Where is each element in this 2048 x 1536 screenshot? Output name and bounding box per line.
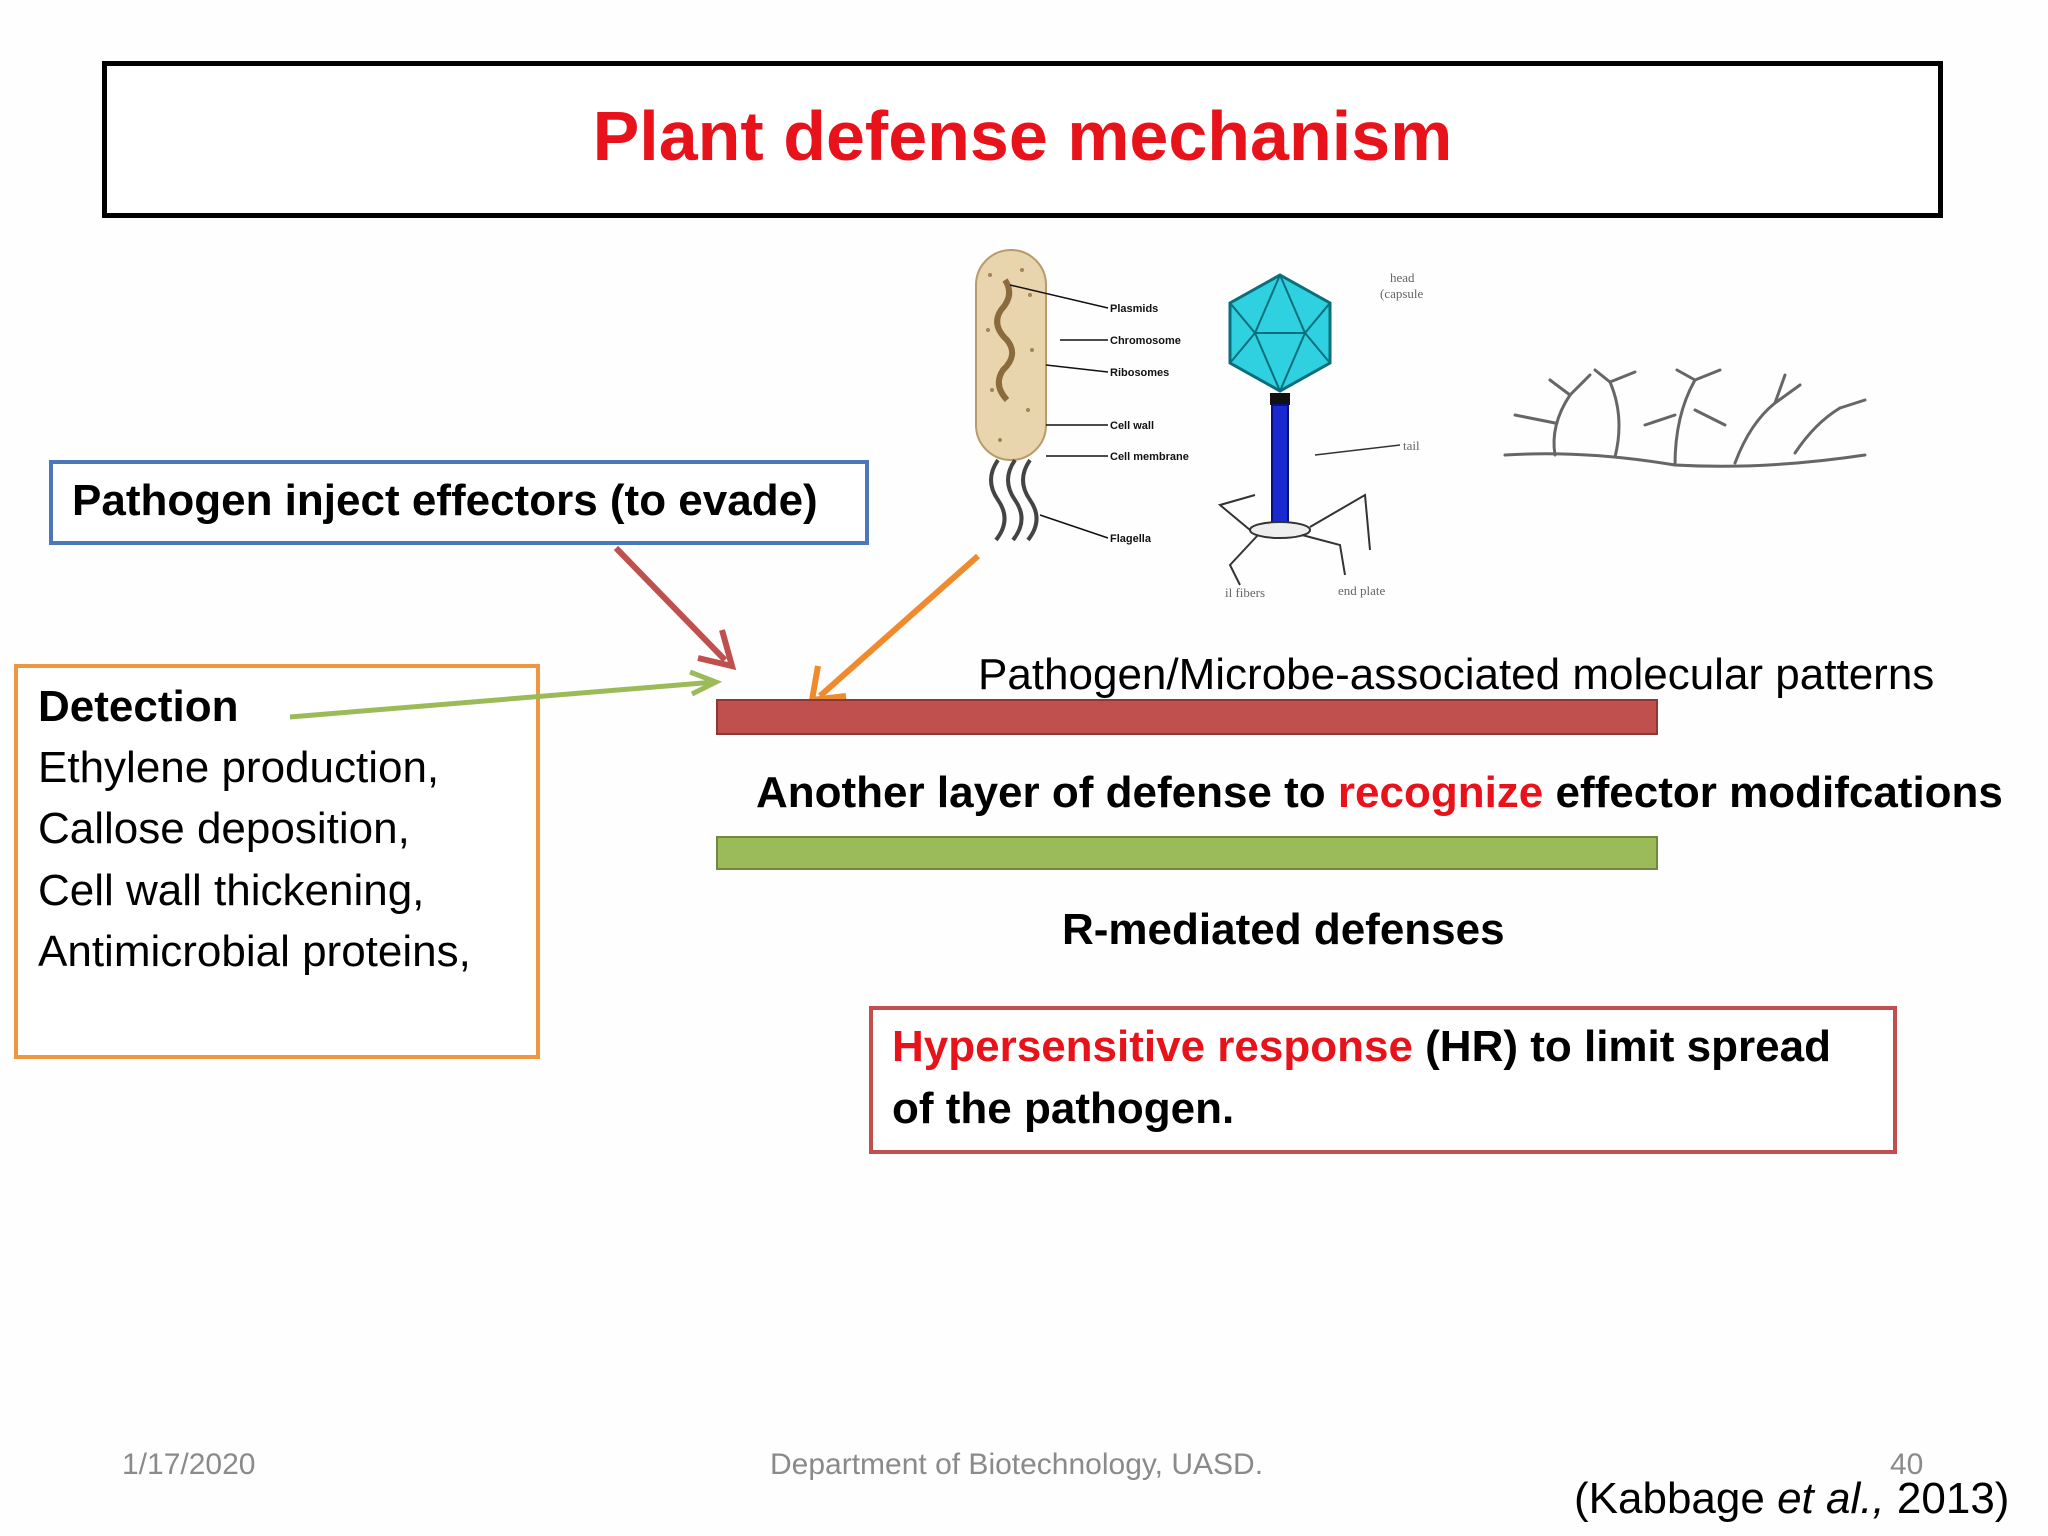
citation-year: 2013) xyxy=(1884,1474,2010,1523)
label-head: head xyxy=(1390,270,1415,285)
hr-line-1: Hypersensitive response (HR) to limit sp… xyxy=(892,1022,1831,1072)
effector-recognition-text: Another layer of defense to recognize ef… xyxy=(756,768,2003,818)
label-capsule: (capsule xyxy=(1380,286,1424,301)
layer-text-before: Another layer of defense to xyxy=(756,768,1338,817)
pamps-bar xyxy=(716,699,1658,735)
label-cell-membrane: Cell membrane xyxy=(1110,451,1189,463)
label-ribosomes: Ribosomes xyxy=(1110,367,1169,379)
label-plasmids: Plasmids xyxy=(1110,303,1158,315)
layer-text-highlight: recognize xyxy=(1337,768,1544,817)
hr-line-2: of the pathogen. xyxy=(892,1084,1235,1133)
detection-heading: Detection xyxy=(38,682,239,731)
red-arrow xyxy=(613,545,737,671)
label-flagella: Flagella xyxy=(1110,533,1152,545)
hr-highlight: Hypersensitive response xyxy=(892,1022,1413,1071)
title-frame xyxy=(102,61,1943,218)
effectors-box xyxy=(49,460,869,545)
label-tail-fibers: il fibers xyxy=(1225,585,1265,600)
hr-line-1-rest: (HR) to limit spread xyxy=(1412,1022,1831,1071)
detection-item: Ethylene production, xyxy=(38,743,440,792)
label-chromosome: Chromosome xyxy=(1110,335,1181,347)
citation-etal: et al., xyxy=(1777,1474,1885,1523)
green-arrow xyxy=(289,669,723,720)
effectors-text: Pathogen inject effectors (to evade) xyxy=(72,476,818,525)
label-end-plate: end plate xyxy=(1338,583,1386,598)
bacteriophage-illustration: head (capsule tail il fibers end plate xyxy=(1217,270,1424,600)
detection-box xyxy=(14,664,540,1059)
detection-item: Antimicrobial proteins, xyxy=(38,927,471,976)
page-number: 40 xyxy=(1890,1448,1924,1481)
detection-item: Cell wall thickening, xyxy=(38,866,425,915)
orange-arrow xyxy=(808,553,980,704)
bacterium-illustration: Plasmids Chromosome Ribosomes Cell wall … xyxy=(975,249,1189,545)
detection-item: Callose deposition, xyxy=(38,804,410,853)
citation: (Kabbage et al., 2013) xyxy=(1574,1474,2009,1524)
slide-title: Plant defense mechanism xyxy=(592,97,1453,175)
label-tail: tail xyxy=(1403,438,1420,453)
label-cell-wall: Cell wall xyxy=(1110,420,1154,432)
hr-box xyxy=(869,1006,1897,1154)
fungal-hyphae-illustration xyxy=(1503,368,1867,468)
footer-department: Department of Biotechnology, UASD. xyxy=(770,1448,1264,1481)
r-mediated-bar xyxy=(716,836,1658,870)
citation-author: (Kabbage xyxy=(1574,1474,1778,1523)
layer-text-after: effector modifcations xyxy=(1543,768,2003,817)
pamps-label: Pathogen/Microbe-associated molecular pa… xyxy=(978,650,1935,699)
r-mediated-label: R-mediated defenses xyxy=(1062,905,1505,954)
footer-date: 1/17/2020 xyxy=(122,1448,256,1481)
